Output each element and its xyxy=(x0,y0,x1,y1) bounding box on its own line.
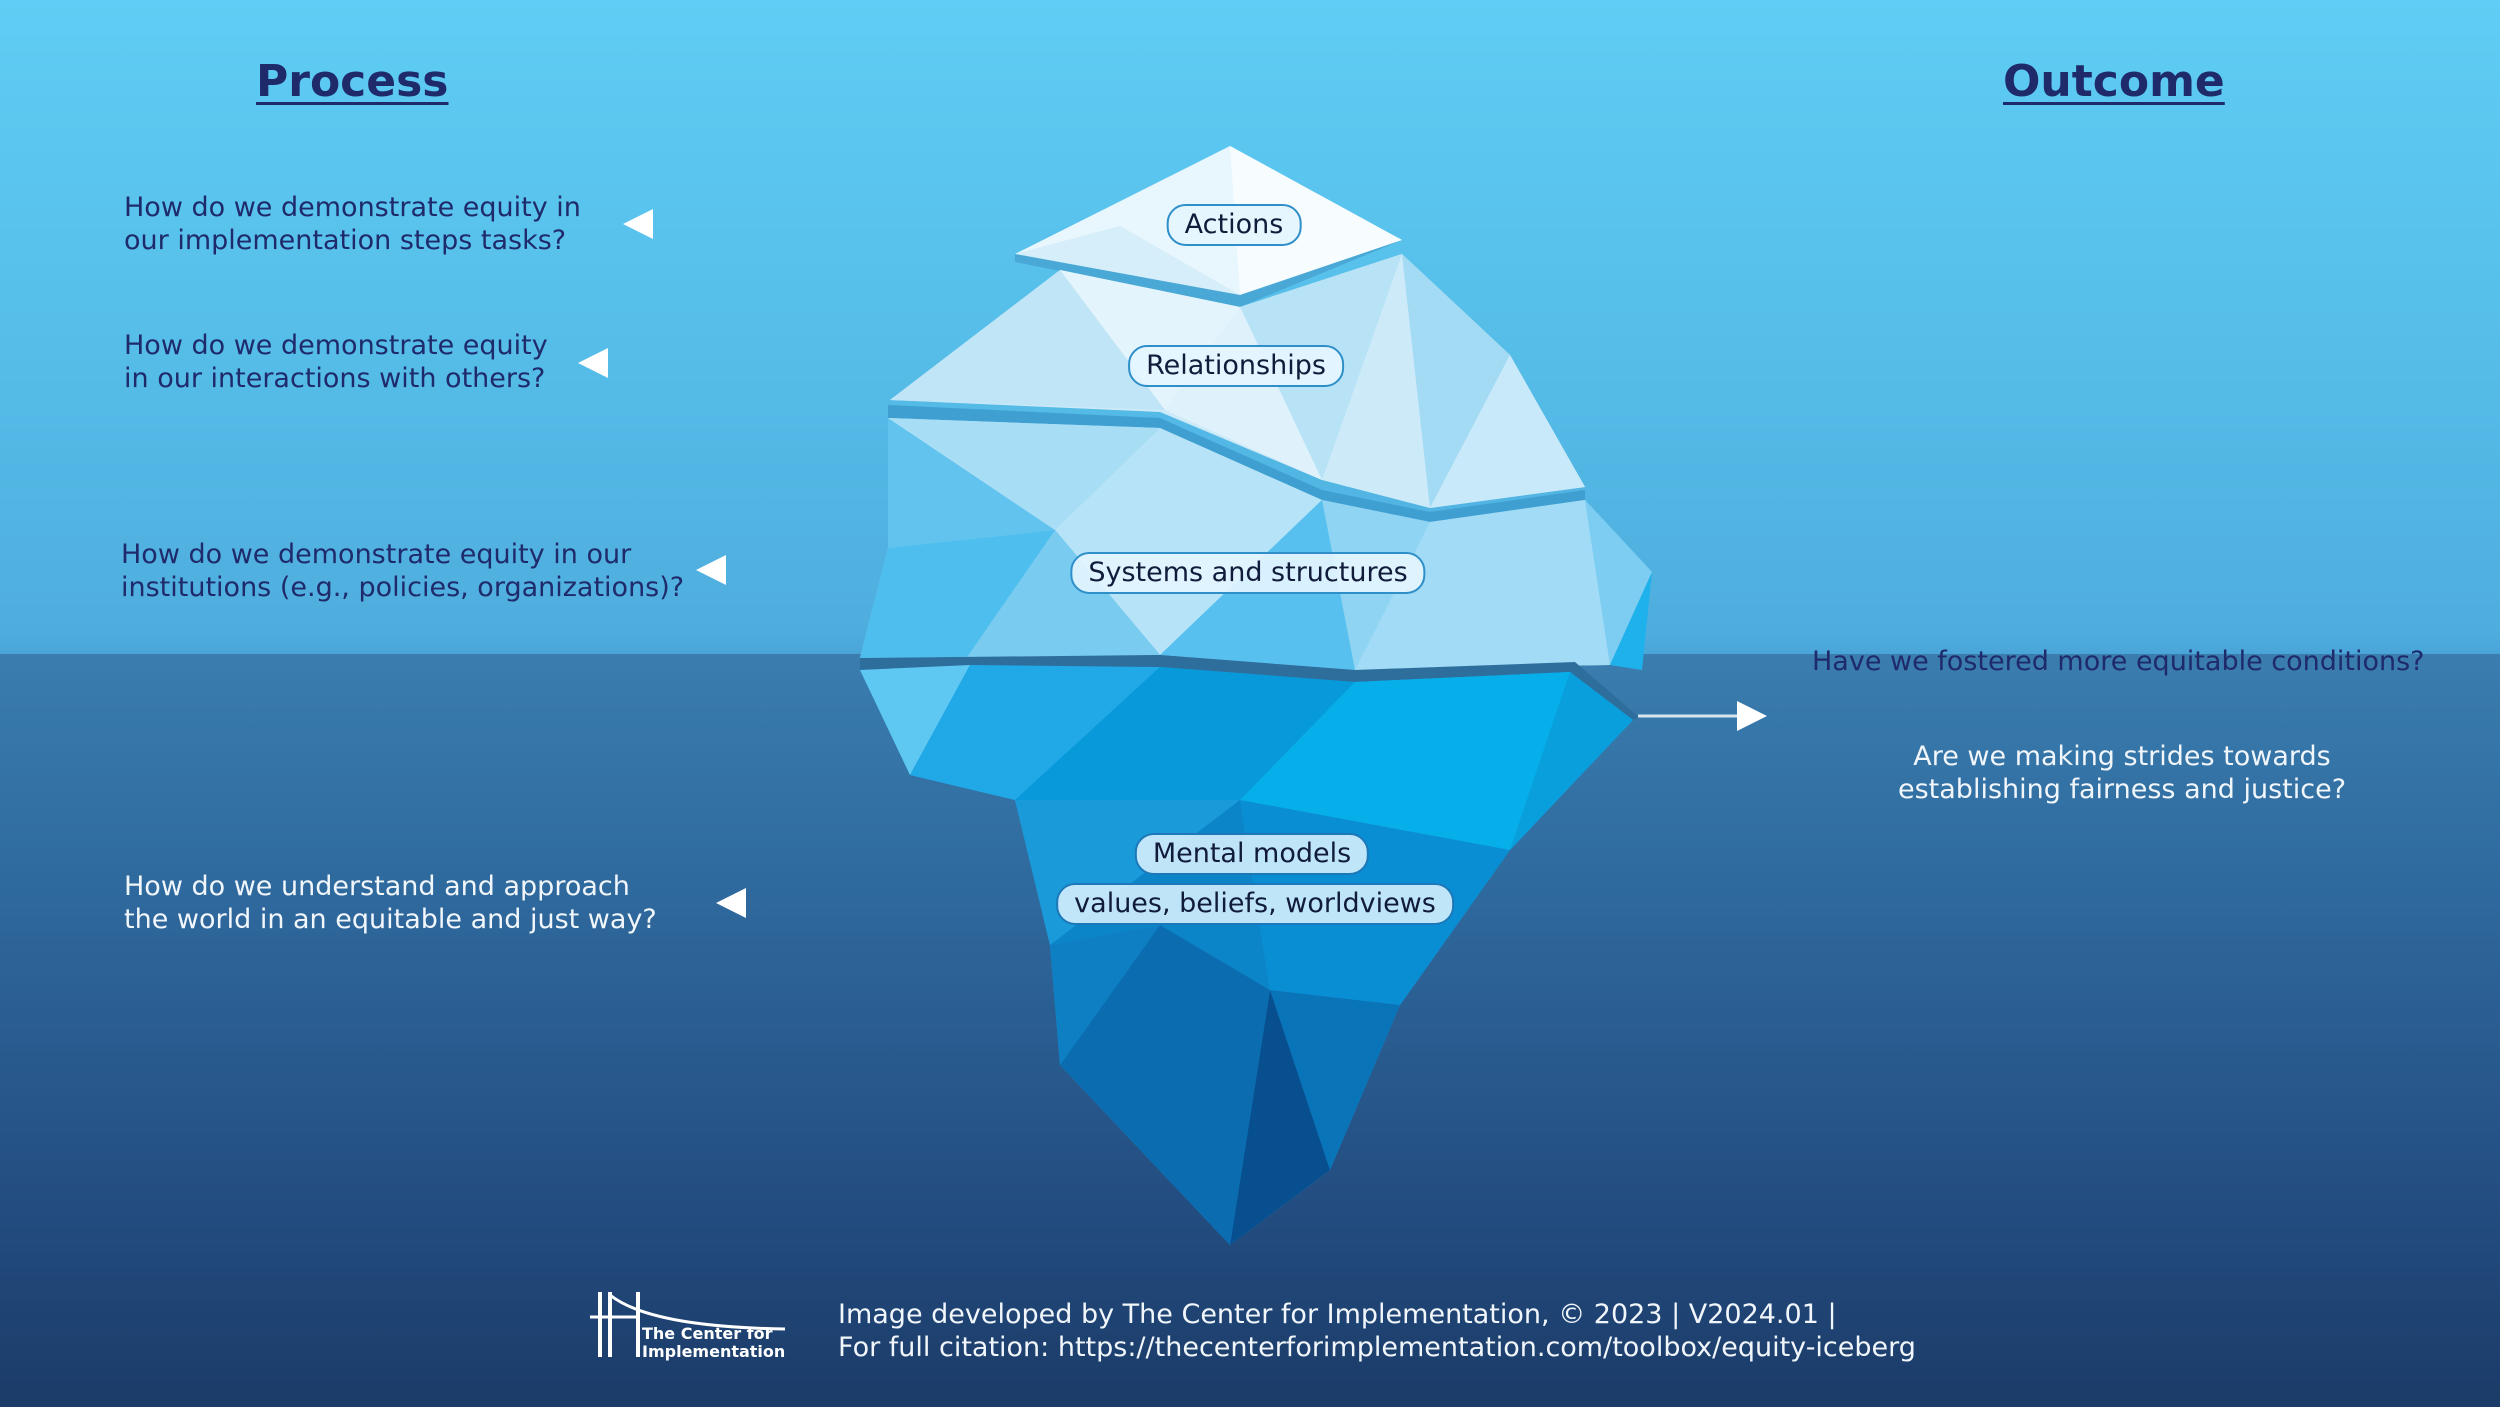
footer-citation: Image developed by The Center for Implem… xyxy=(838,1299,1916,1363)
question-actions: How do we demonstrate equity in our impl… xyxy=(124,192,581,256)
bridge-logo-icon xyxy=(590,1292,786,1357)
process-heading: Process xyxy=(256,56,449,107)
label-relationships: Relationships xyxy=(1128,345,1344,387)
label-actions: Actions xyxy=(1166,204,1302,246)
question-relationships: How do we demonstrate equity in our inte… xyxy=(124,330,548,394)
label-values-beliefs: values, beliefs, worldviews xyxy=(1056,883,1454,925)
question-systems: How do we demonstrate equity in our inst… xyxy=(121,539,685,603)
outcome-question-2: Are we making strides towards establishi… xyxy=(1898,741,2347,805)
outcome-question-1: Have we fostered more equitable conditio… xyxy=(1812,646,2425,677)
label-systems: Systems and structures xyxy=(1070,552,1426,594)
question-mental-models: How do we understand and approach the wo… xyxy=(124,871,657,935)
label-mental-models: Mental models xyxy=(1134,833,1370,875)
outcome-heading: Outcome xyxy=(2003,56,2225,107)
logo-text: The Center for Implementation xyxy=(642,1324,786,1361)
